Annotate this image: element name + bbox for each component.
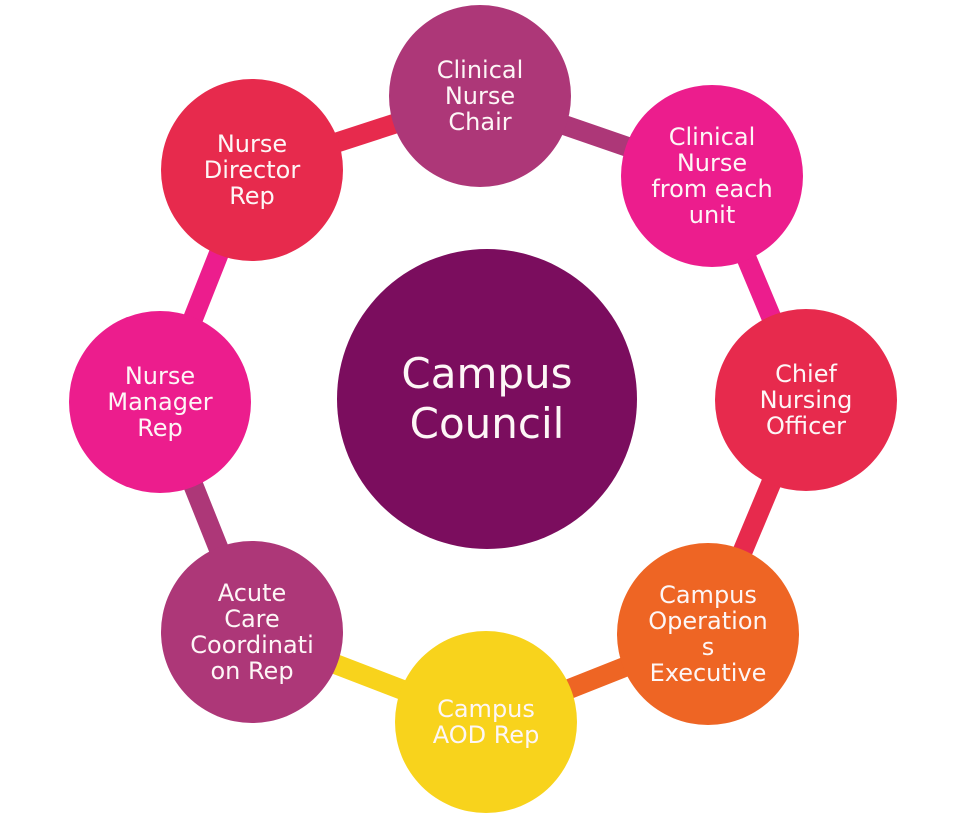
node-label-line: Nursing [759,386,853,414]
node-label-line: Clinical [436,56,524,84]
node-chief-nursing-officer: Chief Nursing Officer [715,309,897,491]
node-label-line: Coordinati [190,631,314,659]
node-campus-council: Campus Council [337,249,637,549]
node-label-line: Campus [437,695,535,723]
node-clinical-nurse-chair: Clinical Nurse Chair [389,5,571,187]
node-label-line: Council [409,399,565,448]
node-label-line: AOD Rep [432,721,540,749]
node-label-line: on Rep [210,657,294,685]
node-label-line: Operation [648,607,768,635]
node-label-line: Campus [401,349,573,398]
node-label-line: Chief [775,360,837,388]
node-label-line: Nurse [216,130,288,158]
node-label-line: Executive [649,659,767,687]
node-label-line: Nurse [676,149,748,177]
node-label-line: Chair [448,108,512,136]
node-label-line: Rep [137,414,183,442]
node-nurse-director-rep: Nurse Director Rep [161,79,343,261]
node-campus-aod-rep: Campus AOD Rep [395,631,577,813]
node-label-line: s [701,633,715,661]
node-label-line: from each [651,175,773,203]
node-label-line: Campus [659,581,757,609]
node-label-line: unit [688,201,736,229]
node-label-line: Nurse [124,362,196,390]
node-label-line: Officer [766,412,846,440]
node-label-line: Nurse [444,82,516,110]
node-clinical-nurse-from-each-unit: Clinical Nurse from each unit [621,85,803,267]
node-label-line: Clinical [668,123,756,151]
node-campus-operations-executive: Campus Operation s Executive [617,543,799,725]
node-nurse-manager-rep: Nurse Manager Rep [69,311,251,493]
node-label-line: Rep [229,182,275,210]
node-label-line: Manager [107,388,213,416]
node-acute-care-coordination-rep: Acute Care Coordinati on Rep [161,541,343,723]
node-label-line: Acute [217,579,287,607]
node-label-line: Care [224,605,280,633]
node-label-line: Director [203,156,301,184]
